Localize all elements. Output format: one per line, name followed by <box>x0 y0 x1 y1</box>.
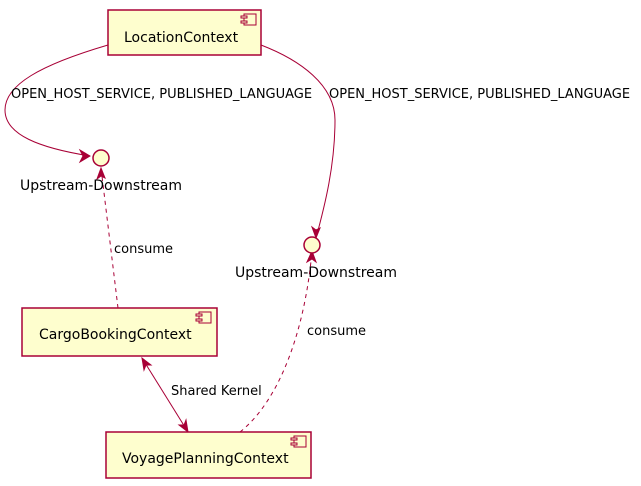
edge-shared-kernel <box>141 357 189 433</box>
component-label: VoyagePlanningContext <box>122 451 289 467</box>
component-location-context: LocationContext <box>107 9 262 56</box>
arrowhead-left-interface <box>78 148 91 164</box>
component-icon <box>290 435 307 448</box>
component-cargo-booking-context: CargoBookingContext <box>21 307 218 357</box>
component-icon <box>195 311 212 324</box>
interface-left-upstream-downstream: Upstream-Downstream <box>20 149 182 194</box>
label-location-to-left-interface: OPEN_HOST_SERVICE, PUBLISHED_LANGUAGE <box>11 87 312 102</box>
edge-location-to-right-interface <box>260 44 336 239</box>
interface-label: Upstream-Downstream <box>20 178 182 194</box>
component-icon <box>240 13 257 26</box>
interface-right-upstream-downstream: Upstream-Downstream <box>235 236 397 281</box>
label-location-to-right-interface: OPEN_HOST_SERVICE, PUBLISHED_LANGUAGE <box>329 87 630 102</box>
arrowhead-right-interface <box>310 225 321 240</box>
component-voyage-planning-context: VoyagePlanningContext <box>105 431 312 479</box>
arrowhead-voyage-consume <box>305 249 318 264</box>
edge-location-to-left-interface <box>4 44 109 157</box>
label-cargo-consume: consume <box>114 242 173 257</box>
arrowhead-cargo-consume <box>95 166 106 181</box>
label-shared-kernel: Shared Kernel <box>171 384 262 399</box>
interface-label: Upstream-Downstream <box>235 265 397 281</box>
edge-voyage-consume <box>239 250 313 433</box>
component-label: LocationContext <box>124 30 239 46</box>
arrowhead-shared-kernel-top <box>141 356 153 372</box>
component-label: CargoBookingContext <box>39 327 192 343</box>
arrowhead-shared-kernel-bottom <box>177 418 189 434</box>
interface-circle <box>303 236 321 254</box>
label-voyage-consume: consume <box>307 324 366 339</box>
interface-circle <box>92 149 110 167</box>
